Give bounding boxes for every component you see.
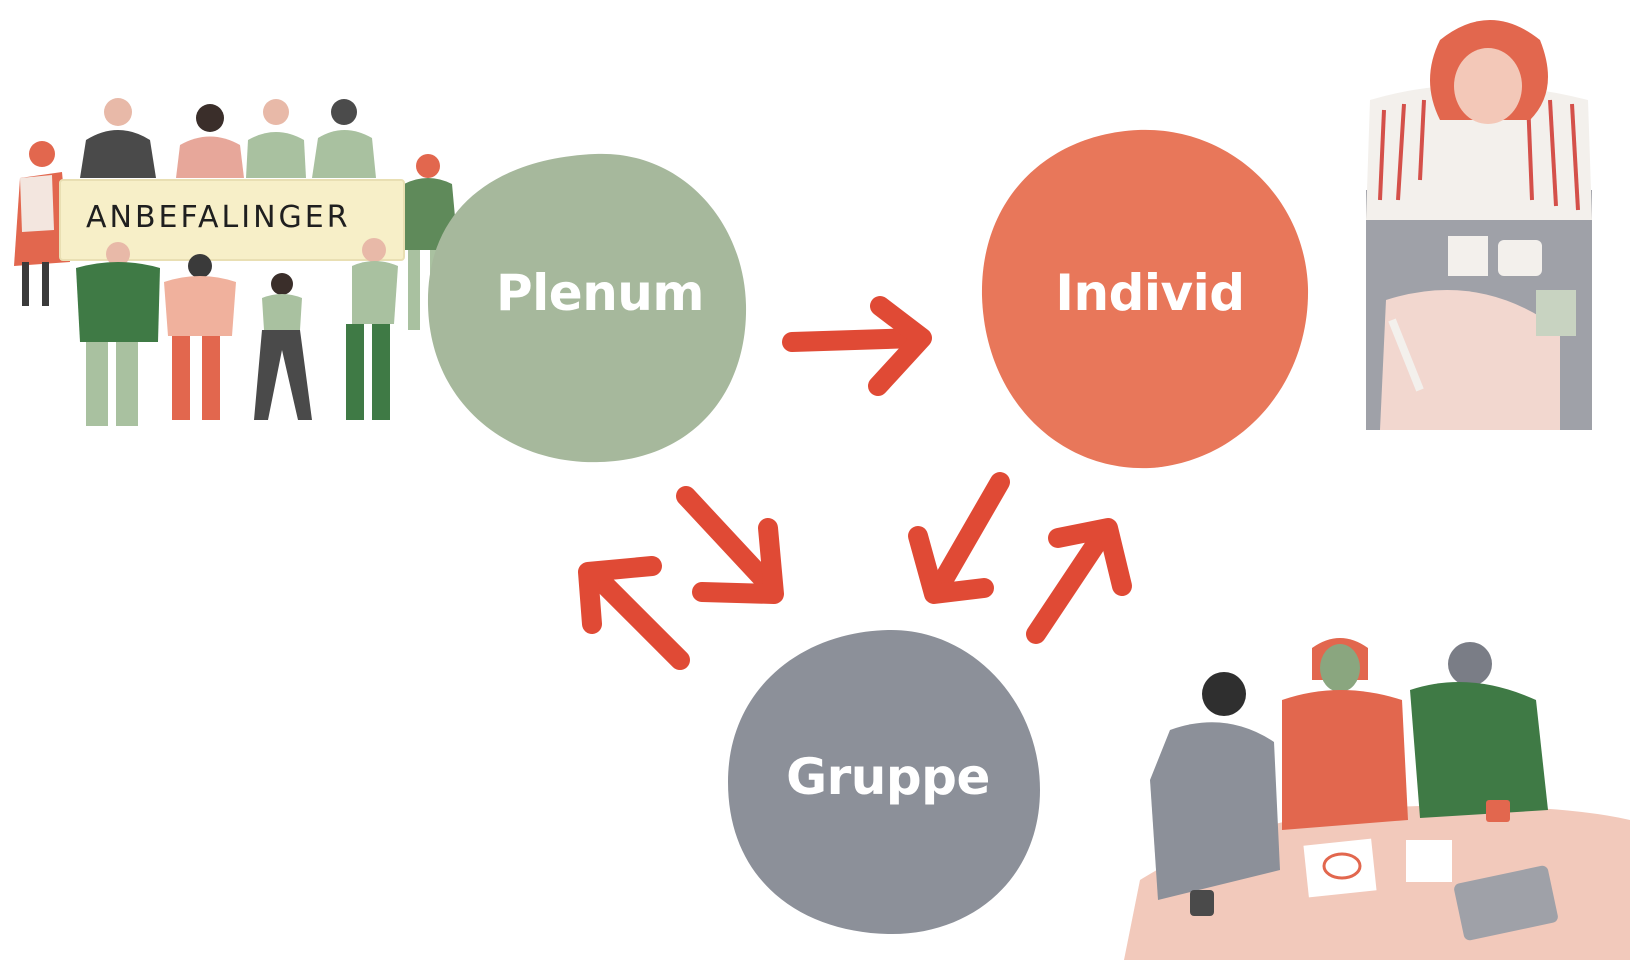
individ-circle	[981, 129, 1309, 469]
arrow-individ-to-gruppe	[908, 472, 1010, 604]
arrow-gruppe-to-plenum	[578, 556, 690, 670]
group-at-table-illustration	[1124, 638, 1630, 960]
arrow-plenum-to-gruppe	[676, 486, 784, 604]
woman-at-desk-illustration	[1366, 20, 1592, 430]
arrow-gruppe-to-individ	[1026, 518, 1132, 644]
individ-label: Individ	[1055, 264, 1245, 322]
arrows	[578, 296, 1132, 670]
arrow-plenum-to-individ	[782, 296, 932, 396]
banner-text: ANBEFALINGER	[86, 200, 351, 235]
plenum-label: Plenum	[496, 264, 705, 322]
plenum-circle	[427, 153, 747, 463]
people-with-banner-illustration	[14, 98, 458, 426]
banner	[59, 179, 405, 261]
gruppe-circle	[728, 629, 1040, 935]
gruppe-label: Gruppe	[786, 748, 990, 806]
